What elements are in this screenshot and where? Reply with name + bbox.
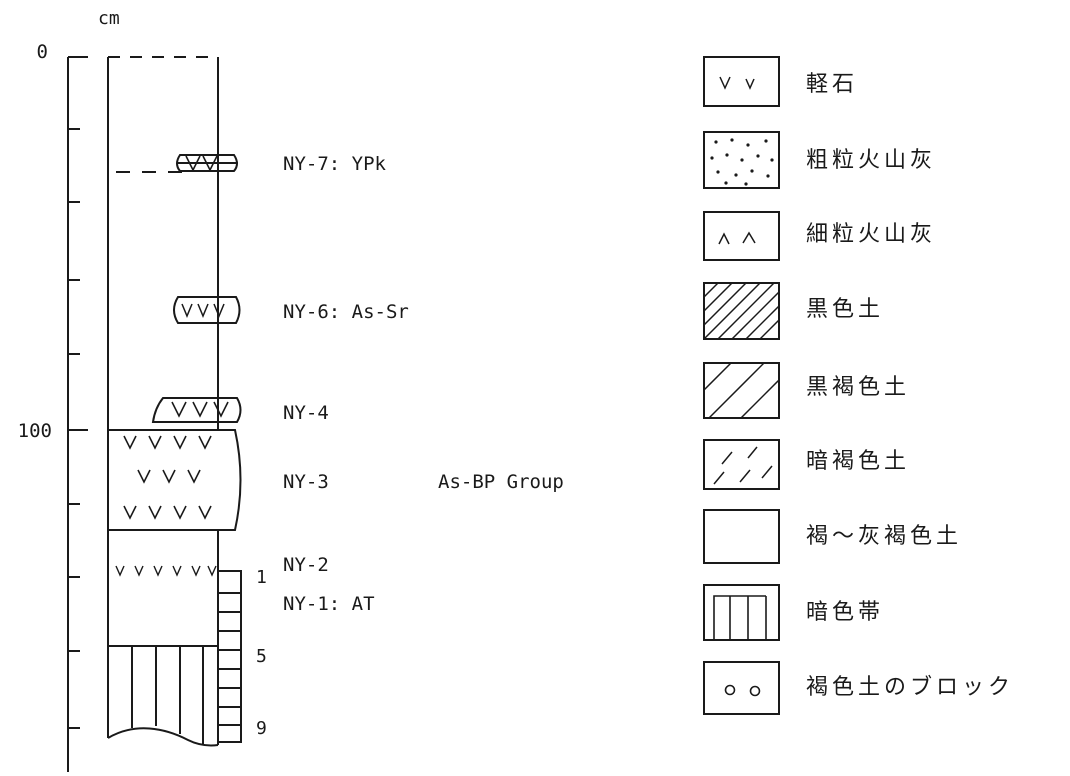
legend-label-black-brown-soil: 黒褐色土 [806, 375, 910, 400]
legend-swatch-dark-brown-soil [703, 439, 780, 490]
legend-label-brown-soil-block: 褐色土のブロック [806, 675, 1014, 700]
block-circle [724, 684, 736, 696]
label-ny7: NY-7: YPk [283, 153, 387, 175]
label-as-bp-group: As-BP Group [438, 471, 564, 493]
legend-label-coarse-ash: 粗粒火山灰 [806, 148, 936, 173]
label-ny4: NY-4 [283, 402, 329, 424]
pumice-symbol [171, 401, 229, 418]
legend-swatch-fine-ash [703, 211, 780, 261]
label-ny3: NY-3 [283, 471, 329, 493]
sample-number-9: 9 [256, 718, 267, 739]
dark-band-bars [131, 646, 204, 744]
vertical-bars [713, 595, 767, 640]
legend-label-pumice: 軽石 [806, 72, 858, 97]
label-ny1: NY-1: AT [283, 593, 375, 615]
legend-swatch-coarse-ash [703, 131, 780, 189]
pumice-symbol [185, 155, 218, 172]
label-ny6: NY-6: As-Sr [283, 301, 409, 323]
fine-ash-symbol [718, 231, 756, 245]
tephra-lens-ny4 [151, 397, 242, 423]
legend-label-fine-ash: 細粒火山灰 [806, 222, 936, 247]
pumice-symbol [181, 303, 225, 318]
tephra-lens-ny6 [173, 296, 241, 324]
legend-swatch-brown-soil-block [703, 661, 780, 715]
legend-swatch-brown-grey-soil [703, 509, 780, 564]
depth-label-100: 100 [18, 420, 52, 442]
sample-number-5: 5 [256, 646, 267, 667]
legend-label-black-soil: 黒色土 [806, 297, 884, 322]
legend-label-brown-grey-soil: 褐～灰褐色土 [806, 524, 962, 549]
sample-number-1: 1 [256, 567, 267, 588]
legend-labels: 軽石 粗粒火山灰 細粒火山灰 黒色土 黒褐色土 暗褐色土 褐～灰褐色土 暗色帯 … [806, 72, 1014, 700]
label-ny2: NY-2 [283, 554, 329, 576]
tephra-layer-ny3 [108, 429, 242, 531]
pumice-symbols-ny3 [123, 435, 212, 520]
legend-label-dark-brown-soil: 暗褐色土 [806, 449, 910, 474]
legend-swatch-pumice [703, 56, 780, 107]
column-labels: NY-7: YPk NY-6: As-Sr NY-4 NY-3 As-BP Gr… [283, 153, 564, 615]
column-bottom [107, 727, 219, 747]
sparse-hatch [703, 362, 780, 419]
tephra-lens-ny7 [176, 154, 238, 172]
depth-unit-label: cm [98, 8, 120, 29]
legend-label-dark-band: 暗色帯 [806, 600, 884, 625]
block-circle [749, 685, 761, 697]
legend [703, 56, 780, 715]
soil-column [107, 56, 242, 747]
depth-label-0: 0 [37, 41, 48, 63]
sample-boxes [217, 570, 242, 743]
depth-axis [67, 56, 88, 772]
legend-swatch-dark-band [703, 584, 780, 641]
dashed-hatch [713, 446, 773, 485]
dense-hatch [703, 282, 780, 340]
pumice-symbol [719, 76, 755, 90]
dot-pattern [710, 138, 774, 186]
pumice-symbols-ny2 [115, 565, 217, 577]
